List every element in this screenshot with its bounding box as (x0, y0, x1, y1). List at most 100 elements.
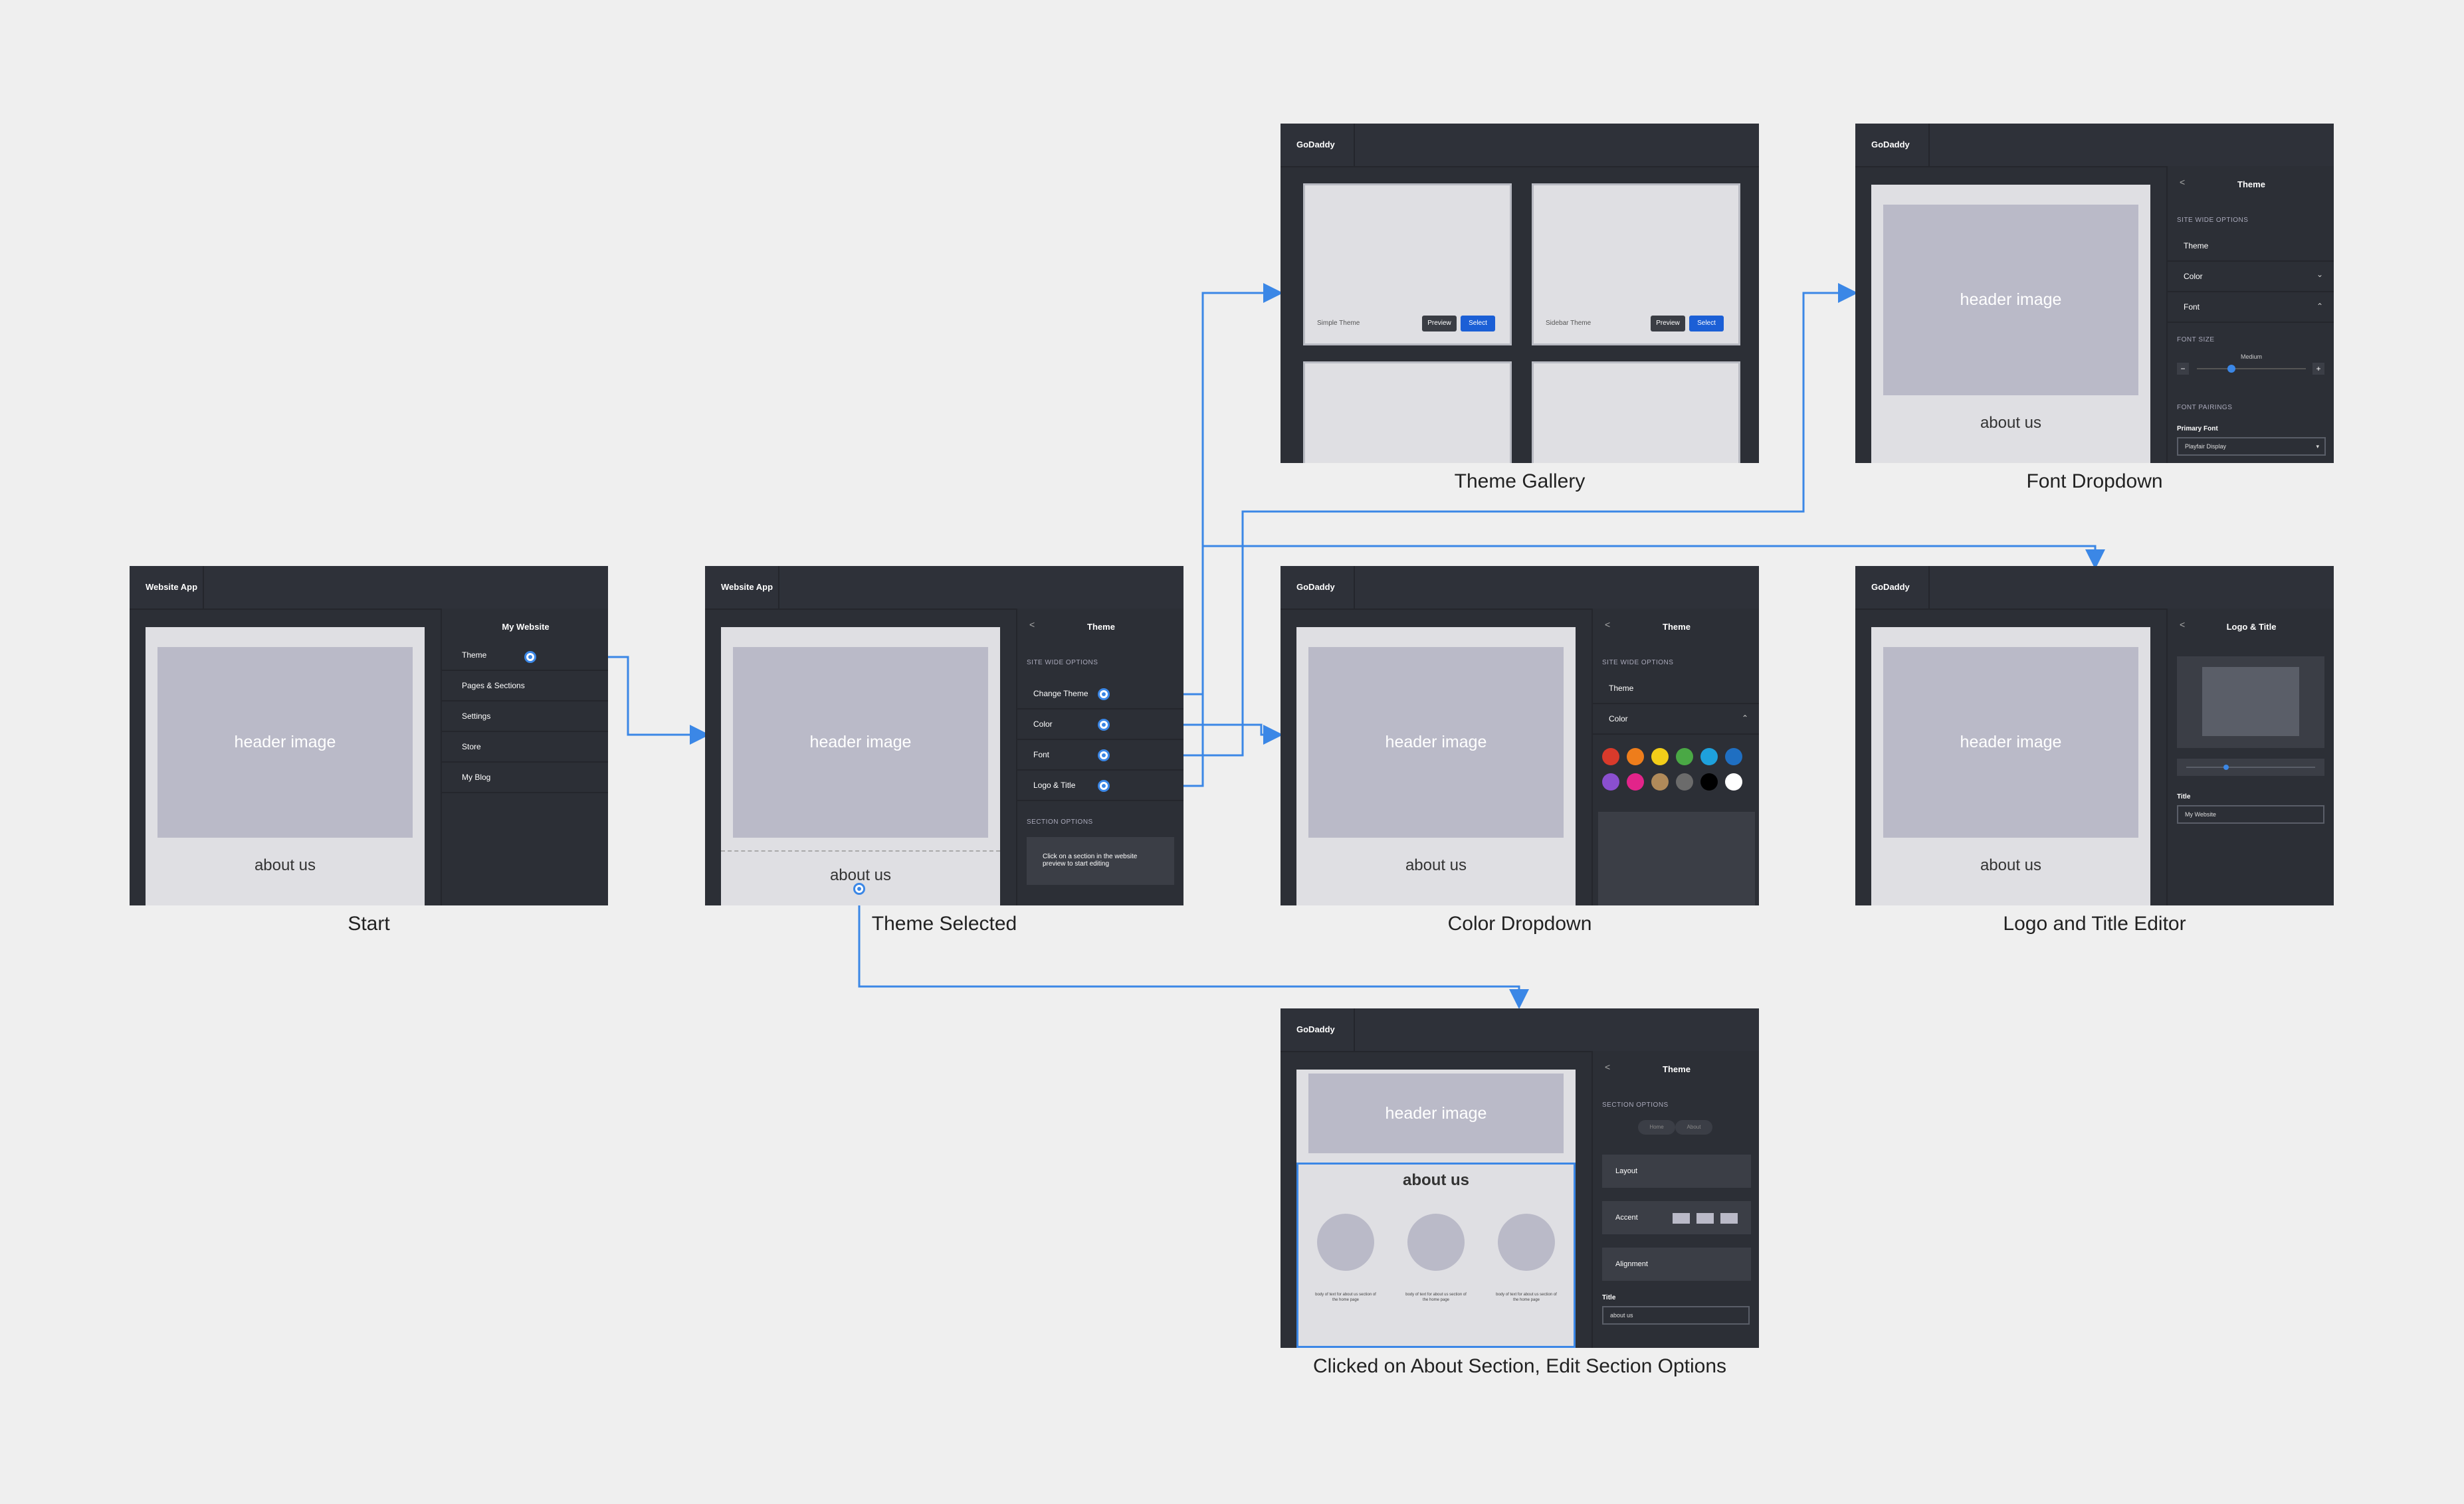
header-image[interactable]: header image (1883, 205, 2138, 395)
theme-card[interactable] (1303, 361, 1512, 463)
font-size-heading: FONT SIZE (2177, 336, 2215, 343)
menu-item-label: Pages & Sections (462, 681, 525, 690)
font-size-slider[interactable] (2197, 365, 2306, 373)
about-heading[interactable]: about us (1405, 856, 1467, 874)
row-color[interactable]: Color⌃ (1593, 704, 1759, 735)
back-icon[interactable]: < (1605, 619, 1611, 630)
header-image[interactable]: header image (157, 647, 413, 838)
back-icon[interactable]: < (1605, 1062, 1611, 1072)
slider-knob[interactable] (2227, 365, 2235, 373)
menu-item-settings[interactable]: Settings (442, 702, 608, 732)
back-icon[interactable]: < (1029, 619, 1035, 630)
side-panel: < Theme SITE WIDE OPTIONS Change Theme C… (1016, 609, 1183, 905)
about-heading[interactable]: about us (1980, 856, 2042, 874)
accent-swatch[interactable] (1720, 1213, 1738, 1224)
option-label: Change Theme (1033, 689, 1088, 698)
pill-about[interactable]: About (1675, 1120, 1712, 1135)
plus-button[interactable]: + (2312, 363, 2324, 375)
app-brand: GoDaddy (1281, 124, 1355, 166)
option-change-theme[interactable]: Change Theme (1017, 679, 1183, 709)
color-swatch[interactable] (1700, 748, 1718, 765)
title-input[interactable]: about us (1602, 1306, 1750, 1325)
logo-upload-area[interactable] (2177, 656, 2324, 748)
website-preview[interactable]: header image about us (146, 627, 425, 905)
color-swatch[interactable] (1602, 773, 1619, 791)
row-color[interactable]: Color⌄ (2168, 262, 2334, 292)
header-image[interactable]: header image (733, 647, 988, 838)
title-label: Title (1602, 1294, 1616, 1301)
website-preview[interactable]: header image about us (1871, 185, 2150, 463)
section-divider (721, 850, 1000, 852)
app-brand: GoDaddy (1281, 566, 1355, 609)
about-section-selected[interactable]: about us body of text for about us secti… (1296, 1163, 1576, 1348)
color-swatch[interactable] (1700, 773, 1718, 791)
app-brand: GoDaddy (1855, 124, 1930, 166)
website-preview[interactable]: header image about us body of text for a… (1296, 1070, 1576, 1348)
color-swatch[interactable] (1627, 748, 1644, 765)
caption-font-dropdown: Font Dropdown (2026, 470, 2163, 492)
menu-item-store[interactable]: Store (442, 732, 608, 763)
menu-item-pages-sections[interactable]: Pages & Sections (442, 671, 608, 702)
row-font[interactable]: Font⌃ (2168, 292, 2334, 323)
minus-button[interactable]: − (2177, 363, 2189, 375)
preview-button[interactable]: Preview (1422, 316, 1457, 331)
color-swatch[interactable] (1602, 748, 1619, 765)
select-button[interactable]: Select (1689, 316, 1724, 331)
title-input[interactable]: My Website (2177, 805, 2324, 824)
header-image[interactable]: header image (1308, 647, 1564, 838)
about-heading[interactable]: about us (1403, 1171, 1469, 1189)
alignment-option[interactable]: Alignment (1602, 1248, 1751, 1281)
theme-card-simple[interactable]: Simple Theme Preview Select (1303, 183, 1512, 345)
option-logo-title[interactable]: Logo & Title (1017, 771, 1183, 801)
select-button[interactable]: Select (1461, 316, 1495, 331)
slider-knob[interactable] (2223, 765, 2229, 770)
primary-font-select[interactable]: Playfair Display ▾ (2177, 437, 2326, 456)
accent-option[interactable]: Accent (1602, 1201, 1751, 1234)
color-swatch[interactable] (1725, 773, 1742, 791)
option-color[interactable]: Color (1017, 709, 1183, 740)
menu-item-my-blog[interactable]: My Blog (442, 763, 608, 793)
accent-swatch[interactable] (1696, 1213, 1714, 1224)
theme-card-sidebar[interactable]: Sidebar Theme Preview Select (1532, 183, 1740, 345)
theme-card[interactable] (1532, 361, 1740, 463)
accent-swatch[interactable] (1673, 1213, 1690, 1224)
logo-size-slider[interactable] (2177, 759, 2324, 776)
about-image-circle (1498, 1214, 1555, 1271)
top-bar: GoDaddy (1281, 1008, 1759, 1052)
color-swatch[interactable] (1651, 748, 1669, 765)
website-preview[interactable]: header image about us (1296, 627, 1576, 905)
row-theme[interactable]: Theme (1593, 674, 1759, 704)
back-icon[interactable]: < (2180, 619, 2186, 630)
color-swatch[interactable] (1627, 773, 1644, 791)
website-preview[interactable]: header image about us (721, 627, 1000, 905)
chevron-up-icon[interactable]: ⌃ (2316, 302, 2323, 311)
menu-item-theme[interactable]: Theme (442, 640, 608, 671)
color-swatch[interactable] (1676, 773, 1693, 791)
connector-dot-font (1098, 749, 1110, 761)
header-image[interactable]: header image (1883, 647, 2138, 838)
about-heading[interactable]: about us (254, 856, 316, 874)
font-pairings-heading: FONT PAIRINGS (2177, 404, 2233, 411)
website-preview[interactable]: header image about us (1871, 627, 2150, 905)
row-theme[interactable]: Theme (2168, 231, 2334, 262)
chevron-down-icon[interactable]: ⌄ (2316, 270, 2323, 279)
block-label: Layout (1615, 1167, 1638, 1175)
option-font[interactable]: Font (1017, 740, 1183, 771)
screen-about-section: GoDaddy header image about us body of te… (1281, 1008, 1759, 1348)
about-heading[interactable]: about us (829, 866, 892, 884)
about-body-text: body of text for about us section of the… (1496, 1293, 1557, 1302)
about-heading[interactable]: about us (1980, 414, 2042, 432)
color-swatch[interactable] (1725, 748, 1742, 765)
pill-home[interactable]: Home (1638, 1120, 1675, 1135)
about-body-text: body of text for about us section of the… (1315, 1293, 1376, 1302)
header-image[interactable]: header image (1308, 1074, 1564, 1153)
color-preview-area (1598, 812, 1755, 905)
layout-option[interactable]: Layout (1602, 1155, 1751, 1188)
color-swatch[interactable] (1651, 773, 1669, 791)
color-swatch[interactable] (1676, 748, 1693, 765)
primary-font-label: Primary Font (2177, 425, 2218, 432)
preview-button[interactable]: Preview (1651, 316, 1685, 331)
back-icon[interactable]: < (2180, 177, 2186, 187)
connector-dot-logo-title (1098, 780, 1110, 792)
chevron-up-icon[interactable]: ⌃ (1741, 713, 1748, 723)
